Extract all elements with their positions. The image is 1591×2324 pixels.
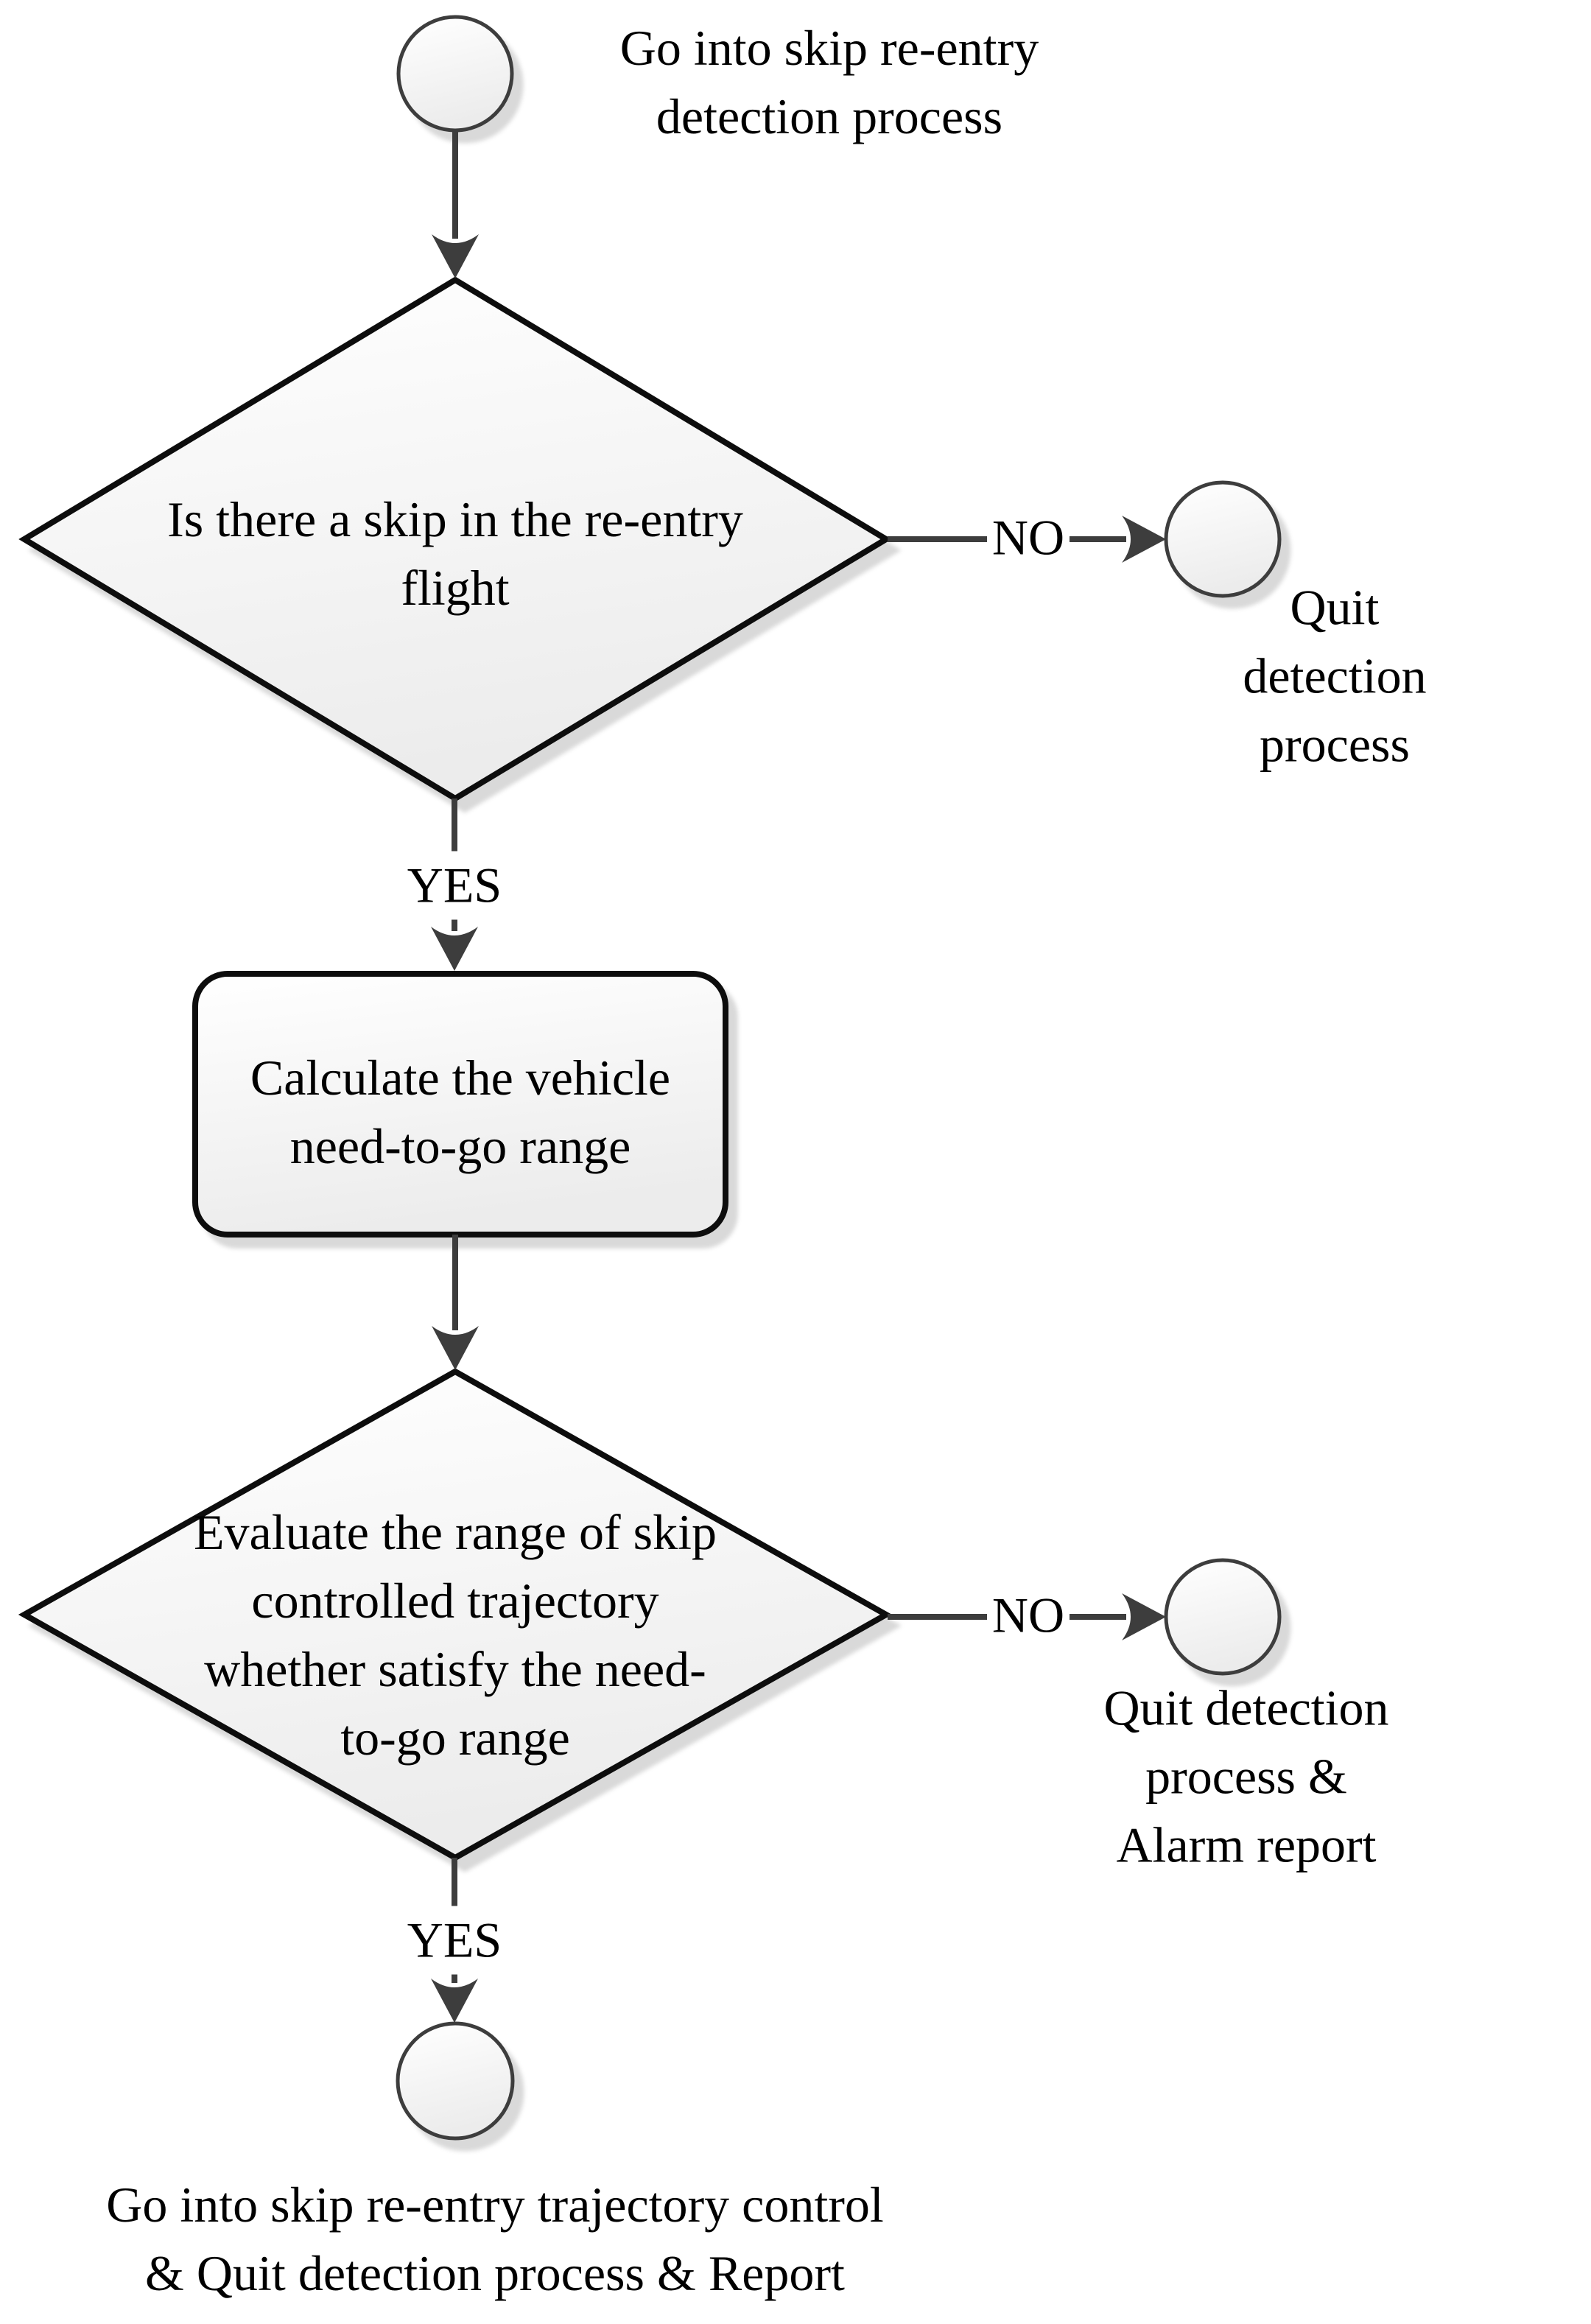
arrowhead-into-process — [431, 927, 478, 971]
end-circle — [396, 2021, 515, 2141]
arrowhead-into-quit1-circle — [1122, 516, 1166, 563]
process-rect — [192, 971, 728, 1238]
arrowhead-into-decision2 — [432, 1326, 479, 1370]
quit1-circle — [1164, 480, 1282, 598]
arrowhead-into-decision1 — [432, 234, 479, 278]
arrowhead-into-quit2-circle — [1122, 1593, 1166, 1640]
quit2-circle — [1164, 1558, 1282, 1676]
decision2-diamond — [18, 1368, 893, 1861]
start-circle — [396, 15, 514, 133]
decision1-diamond — [18, 276, 892, 802]
arrowhead-into-end-circle — [431, 1979, 478, 2023]
